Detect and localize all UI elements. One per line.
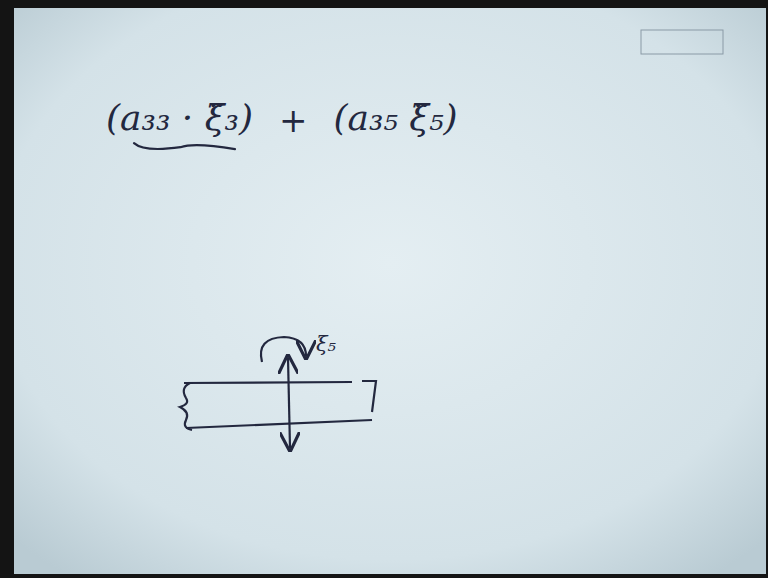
pitch-label: ξ₅ <box>316 332 336 357</box>
section-brace <box>180 383 192 430</box>
coupling-term: (a₃₅ ξ̈₅) <box>334 96 458 139</box>
added-mass-term: (a₃₃ · ξ̈₃) <box>106 96 253 139</box>
whiteboard <box>14 8 766 574</box>
underbrace <box>134 143 235 149</box>
plus-sign: + <box>279 100 308 141</box>
keel-line <box>186 420 372 428</box>
pitch-arrow <box>261 337 306 362</box>
heave-arrow <box>288 358 290 448</box>
logo-box <box>641 30 723 54</box>
section-bracket <box>362 381 376 412</box>
deck-line <box>184 382 352 383</box>
